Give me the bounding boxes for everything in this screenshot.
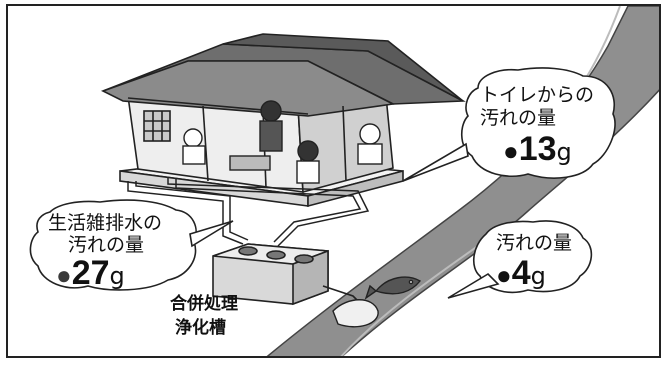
tank-label-line2: 浄化槽 [175, 318, 226, 338]
outflow-dot-marker: ● [496, 260, 512, 290]
toilet-callout-line1: トイレからの [480, 84, 595, 106]
fish [364, 276, 422, 300]
household-dot-marker: ● [56, 260, 72, 290]
bubble-outflow [473, 220, 593, 294]
toilet-load-unit: g [556, 138, 572, 166]
toilet-load-number: 13 [518, 130, 557, 168]
house [100, 33, 466, 208]
drain-pipes [127, 178, 370, 247]
household-load-unit: g [109, 262, 125, 290]
toilet-dot-marker: ● [503, 136, 519, 166]
outflow-callout-line1: 汚れの量 [496, 232, 573, 254]
household-callout-line2: 汚れの量 [68, 234, 145, 256]
household-callout-line1: 生活雑排水の [48, 212, 163, 234]
household-load-value: ●27g [56, 256, 125, 290]
family-figures [182, 100, 383, 184]
toilet-callout-line2: 汚れの量 [480, 107, 557, 129]
bubble-household [29, 199, 197, 291]
outflow-load-value: ●4g [496, 256, 546, 290]
septic-tank [212, 243, 364, 307]
septic-diagram [29, 6, 659, 356]
bubble-toilet [460, 67, 616, 179]
tank-label-line1: 合併処理 [170, 294, 238, 314]
outflow-load-number: 4 [511, 254, 531, 292]
household-load-number: 27 [71, 254, 110, 292]
illustration-frame: トイレからの 汚れの量 ●13g 生活雑排水の 汚れの量 ●27g 汚れの量 ●… [6, 4, 661, 358]
toilet-load-value: ●13g [503, 132, 572, 166]
outflow-load-unit: g [530, 262, 546, 290]
outflow-splash [332, 299, 379, 328]
